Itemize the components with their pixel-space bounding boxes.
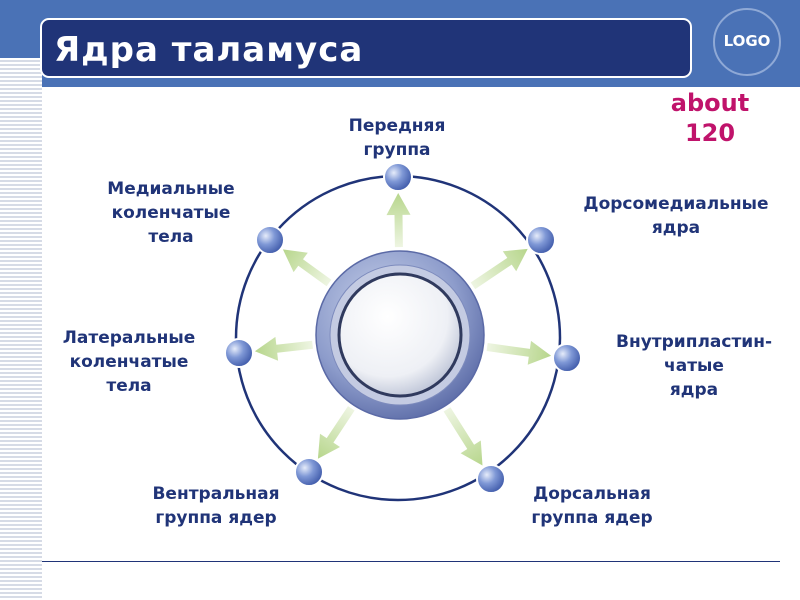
logo: LOGO [713, 8, 781, 76]
node-ventral [294, 457, 324, 487]
arrow-lateral-geniculate [254, 336, 313, 361]
label-lateral-geniculate-line-2: коленчатые [69, 352, 189, 372]
logo-text: LOGO [723, 32, 771, 50]
label-anterior: Передняя группа [287, 114, 507, 162]
label-intralaminar-line-1: Внутрипластин- [615, 332, 773, 352]
note-line-1: about [670, 89, 750, 117]
label-dorsomedial-line-2: ядра [651, 218, 701, 238]
node-lateral-geniculate [224, 338, 254, 368]
label-anterior-line-1: Передняя [348, 116, 446, 136]
label-intralaminar-line-3: ядра [669, 380, 719, 400]
arrow-medial-geniculate [282, 249, 332, 287]
label-ventral: Вентральная группа ядер [106, 482, 326, 530]
node-anterior [383, 162, 413, 192]
label-dorsomedial-line-1: Дорсомедиальные [583, 194, 769, 214]
note-about: about 120 [640, 88, 780, 148]
label-medial-geniculate-line-2: коленчатые [111, 203, 231, 223]
arrow-dorsal [443, 407, 483, 466]
arrow-intralaminar [486, 340, 552, 365]
label-ventral-line-2: группа ядер [155, 508, 277, 528]
label-lateral-geniculate-line-1: Латеральные [62, 328, 196, 348]
label-medial-geniculate: Медиальные коленчатые тела [61, 177, 281, 249]
label-dorsal: Дорсальная группа ядер [482, 482, 702, 530]
label-ventral-line-1: Вентральная [152, 484, 280, 504]
left-decorative-stripe [0, 58, 42, 600]
label-dorsomedial: Дорсомедиальные ядра [566, 192, 786, 240]
label-lateral-geniculate: Латеральные коленчатые тела [19, 326, 239, 398]
note-line-2: 120 [684, 119, 736, 147]
arrow-ventral [317, 406, 355, 459]
node-medial-geniculate [255, 225, 285, 255]
node-intralaminar [552, 343, 582, 373]
footer-divider [42, 561, 780, 562]
label-medial-geniculate-line-1: Медиальные [107, 179, 235, 199]
label-intralaminar: Внутрипластин-чатые ядра [584, 330, 800, 402]
arrow-dorsomedial [470, 248, 528, 290]
slide-title: Ядра таламуса [54, 30, 364, 70]
label-dorsal-line-1: Дорсальная [533, 484, 651, 504]
label-intralaminar-line-2: чатые [664, 356, 724, 376]
arrow-anterior [386, 193, 411, 248]
hub-center [337, 272, 463, 398]
label-medial-geniculate-line-3: тела [148, 227, 194, 247]
label-anterior-line-2: группа [363, 140, 431, 160]
title-box: Ядра таламуса [40, 18, 692, 78]
node-dorsal [476, 464, 506, 494]
node-dorsomedial [526, 225, 556, 255]
label-dorsal-line-2: группа ядер [531, 508, 653, 528]
label-lateral-geniculate-line-3: тела [106, 376, 152, 396]
